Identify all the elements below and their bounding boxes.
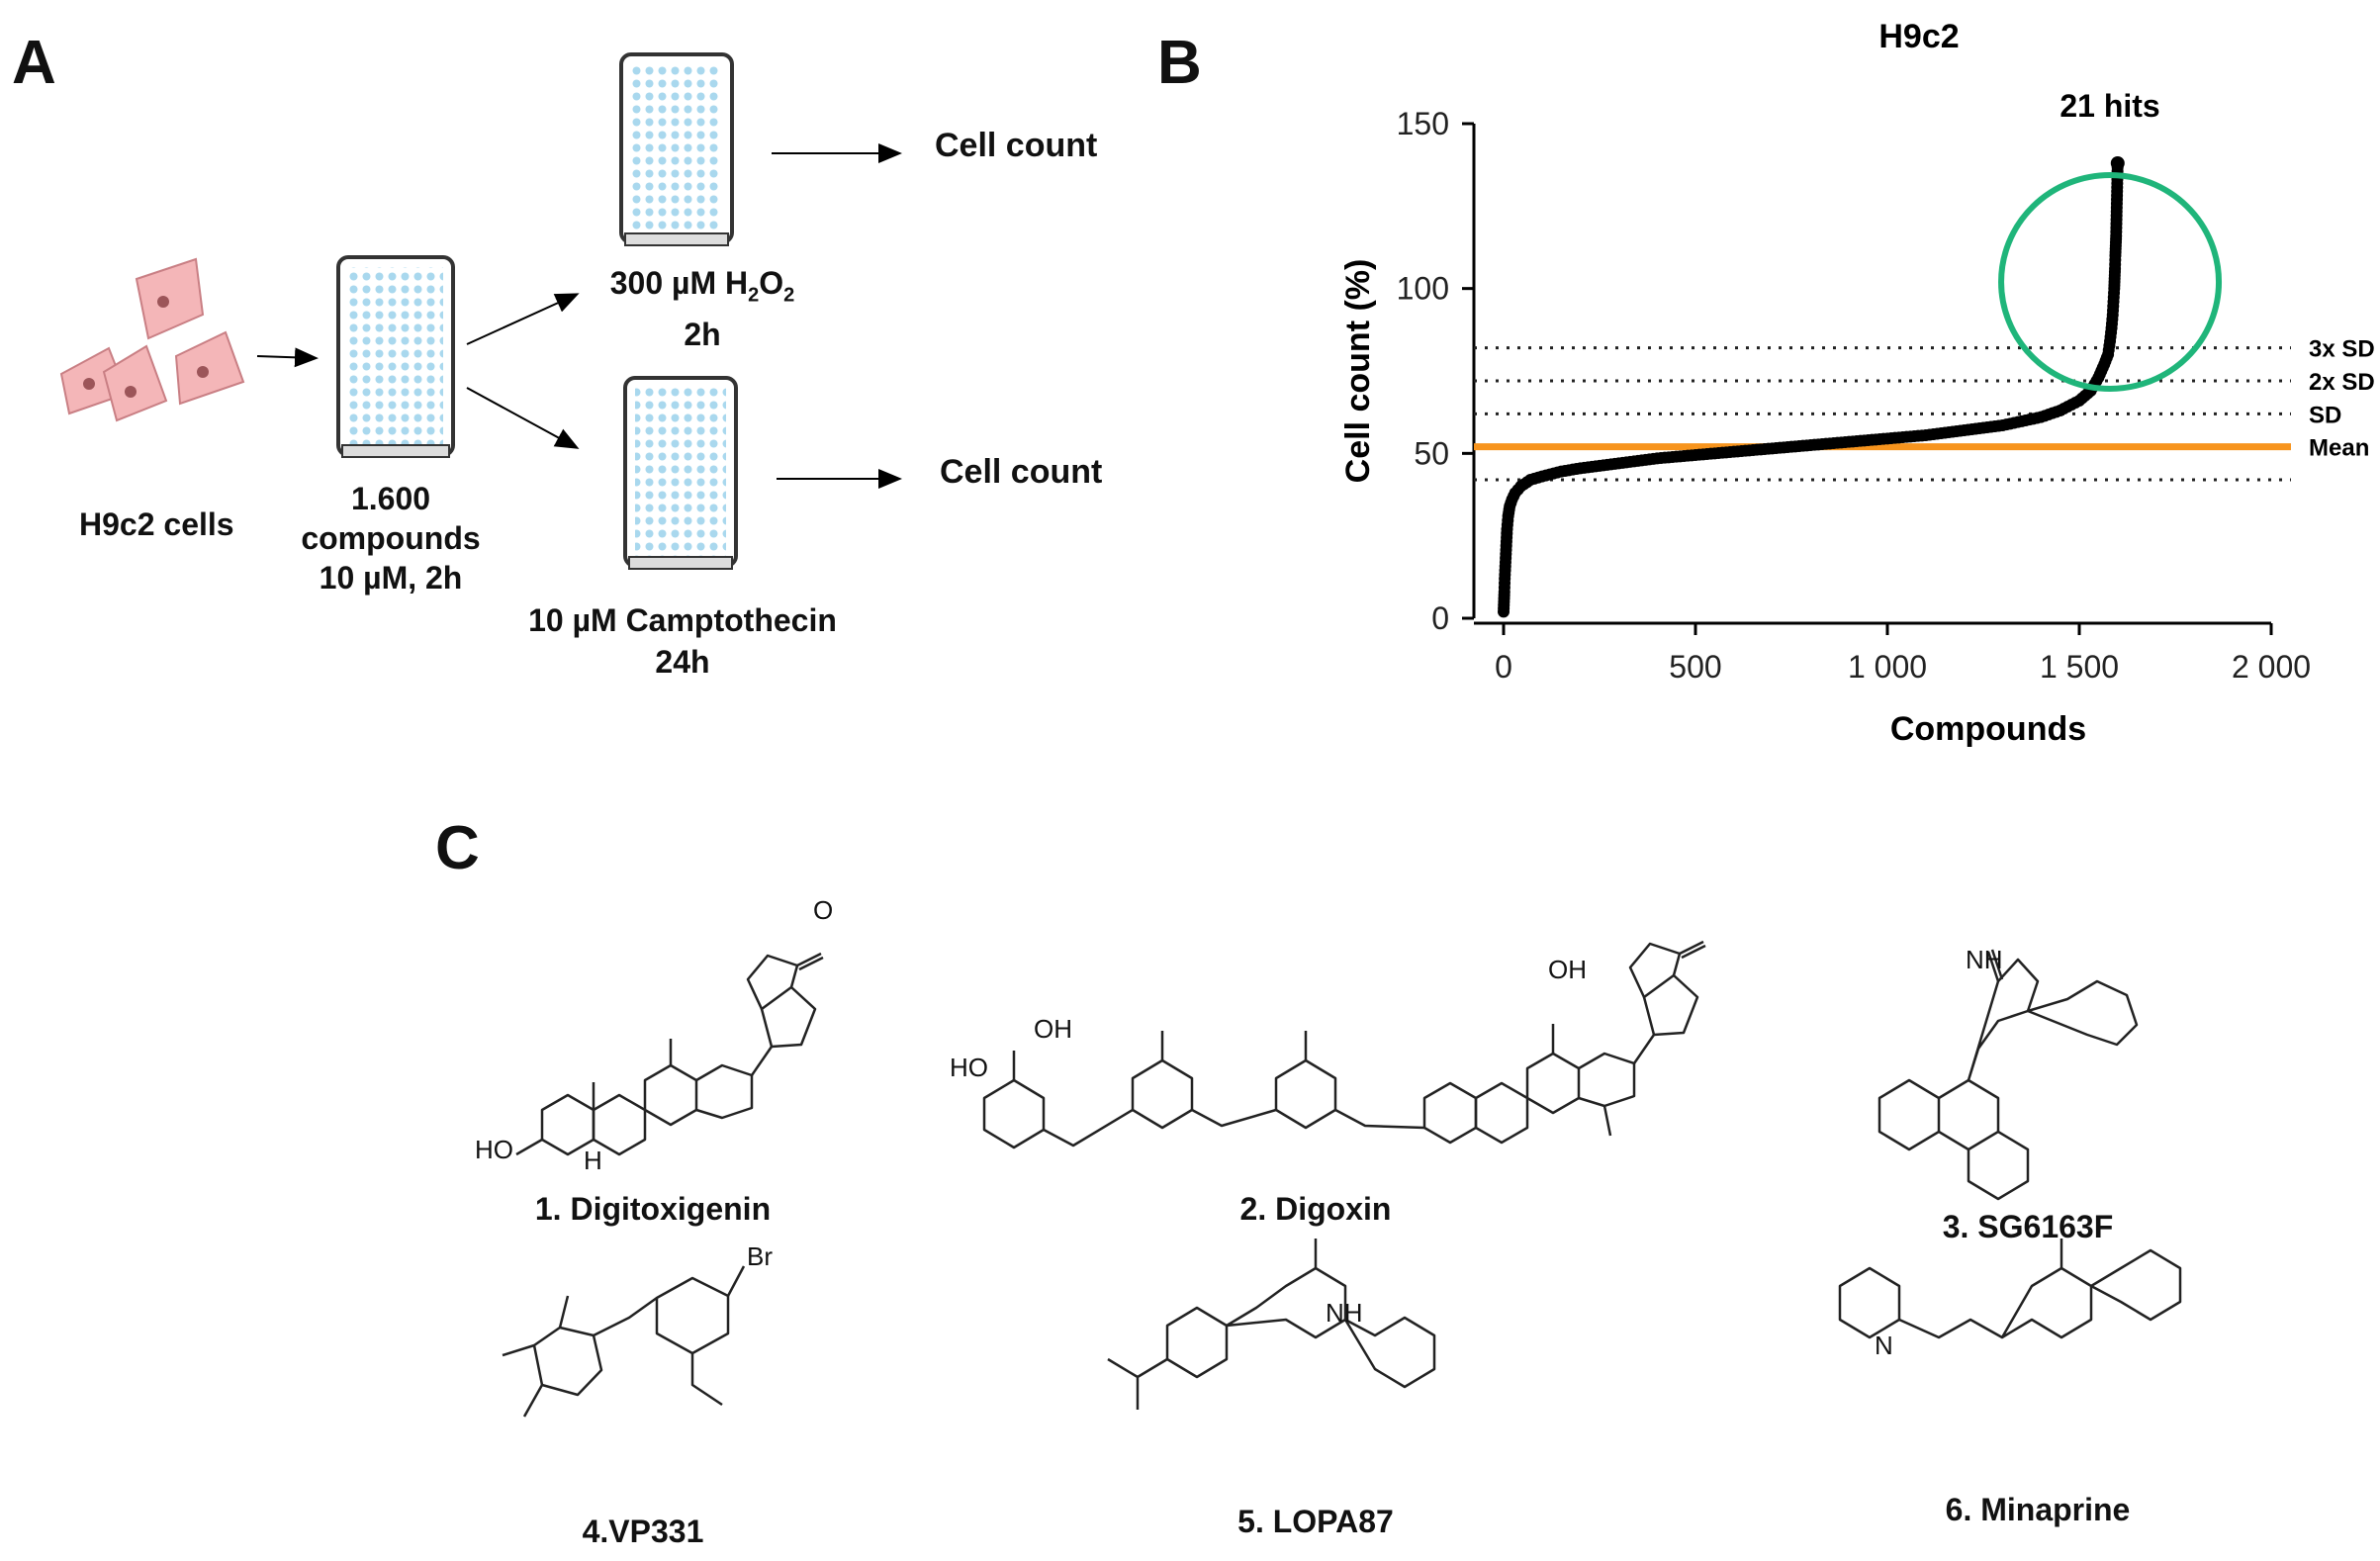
plate-compounds <box>336 255 455 458</box>
panel-letter-a: A <box>12 29 56 97</box>
compounds-dose: 10 µM, 2h <box>319 560 463 596</box>
y-tick-label: 150 <box>1397 106 1449 141</box>
structure-minaprine <box>1838 1239 2182 1339</box>
atom-ho-digoxin: HO <box>950 1053 988 1082</box>
atom-o: O <box>813 895 834 925</box>
atom-nh: NH <box>1966 945 2003 974</box>
structure-sg6163f <box>1877 949 2139 1201</box>
atom-ho: HO <box>475 1135 513 1164</box>
atom-oh-digoxin-2: OH <box>1548 955 1587 984</box>
plate-h2o2 <box>619 52 734 246</box>
compound-name-2: 2. Digoxin <box>1239 1191 1392 1227</box>
compound-structures <box>502 940 2182 1418</box>
structure-digitoxigenin <box>515 952 824 1156</box>
cell-count-scatter-chart: 0 50 100 150 0 500 1 000 1 500 2 000 H9c2Compound… <box>1339 18 2375 748</box>
h2o2-label: 300 µM H2O2 2h <box>584 263 821 354</box>
panel-letter-c: C <box>435 814 480 882</box>
atom-nh-lopa87: NH <box>1326 1298 1363 1328</box>
panel-letter-b: B <box>1157 29 1202 97</box>
x-tick-label: 1 500 <box>2040 649 2119 685</box>
atom-oh-digoxin: OH <box>1034 1014 1072 1044</box>
x-tick-label: 2 000 <box>2232 649 2311 685</box>
y-axis-label: Cell count (%) <box>1339 259 1377 484</box>
cell-count-top: Cell count <box>935 127 1098 164</box>
x-axis-label: Compounds <box>1890 710 2086 748</box>
x-tick-label: 0 <box>1495 649 1512 685</box>
atom-n-minaprine: N <box>1875 1331 1893 1360</box>
mean-line-label: Mean <box>2309 435 2369 462</box>
y-tick-label: 50 <box>1414 435 1449 471</box>
compounds-label: 1.600 compounds 10 µM, 2h <box>267 479 514 597</box>
hits-circle <box>1998 172 2223 392</box>
data-point <box>2110 156 2125 170</box>
h2o2-dose: 300 µM H2O2 <box>609 265 795 307</box>
plate-camptothecin <box>623 376 738 570</box>
atom-h: H <box>584 1146 602 1175</box>
camptothecin-label: 10 µM Camptothecin 24h <box>495 599 870 683</box>
camptothecin-time: 24h <box>655 644 710 680</box>
compound-name-6: 6. Minaprine <box>1945 1492 2131 1527</box>
sd-line-label: 3x SD <box>2309 336 2375 363</box>
h2o2-time: 2h <box>684 317 721 353</box>
x-tick-label: 500 <box>1669 649 1721 685</box>
compound-name-3: 3. SG6163F <box>1942 1209 2114 1244</box>
structure-vp331 <box>502 1265 746 1418</box>
structure-digoxin <box>982 940 1706 1149</box>
compounds-count: 1.600 <box>350 481 431 516</box>
structure-lopa87 <box>1107 1239 1436 1410</box>
h9c2-cells-illustration <box>59 257 245 422</box>
compound-name-4: 4.VP331 <box>582 1514 704 1549</box>
x-tick-label: 1 000 <box>1848 649 1927 685</box>
compound-name-5: 5. LOPA87 <box>1237 1504 1394 1539</box>
workflow-diagram <box>59 52 902 570</box>
hits-annotation: 21 hits <box>2060 88 2159 124</box>
compounds-word: compounds <box>301 520 481 556</box>
compound-name-1: 1. Digitoxigenin <box>534 1191 772 1227</box>
atom-br: Br <box>747 1241 773 1271</box>
y-tick-label: 100 <box>1397 271 1449 307</box>
cells-label: H9c2 cells <box>79 506 234 542</box>
camptothecin-dose: 10 µM Camptothecin <box>528 602 837 638</box>
y-tick-label: 0 <box>1431 600 1449 636</box>
sd-line-label: SD <box>2309 402 2341 428</box>
sd-line-label: 2x SD <box>2309 369 2375 396</box>
chart-title: H9c2 <box>1878 18 1959 55</box>
cell-count-bottom: Cell count <box>940 453 1103 491</box>
